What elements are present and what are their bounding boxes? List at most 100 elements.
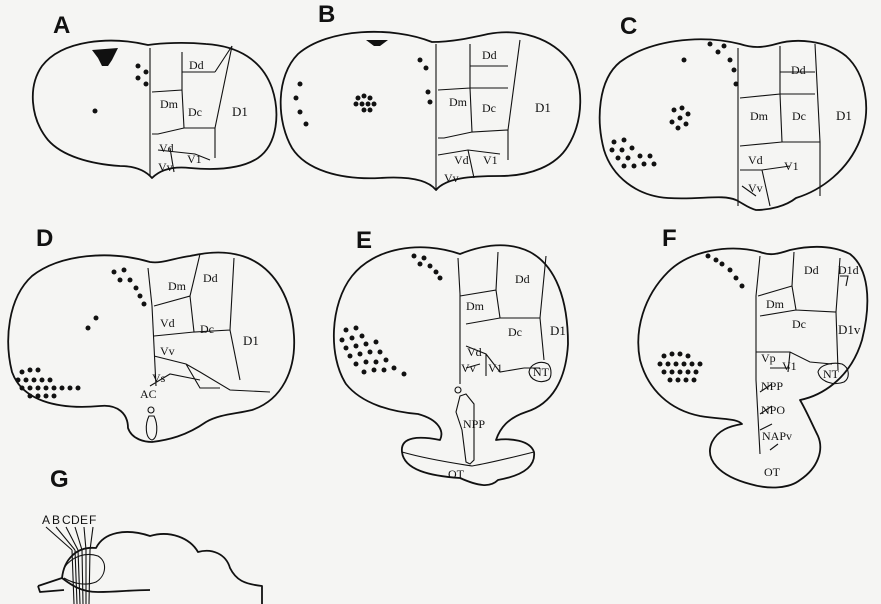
panel-d-dot xyxy=(60,386,65,391)
panel-b-staining xyxy=(366,40,388,46)
panel-f-dot xyxy=(674,362,679,367)
panel-b-dot xyxy=(424,66,429,71)
panel-e-small-circle xyxy=(455,387,461,393)
region-label-dm: Dm xyxy=(449,95,468,109)
panel-d-dot xyxy=(128,278,133,283)
panel-b-dot xyxy=(418,58,423,63)
panel-c-dot xyxy=(678,116,683,121)
panel-c-dot xyxy=(610,148,615,153)
panel-d-dot xyxy=(36,394,41,399)
panel-d-dot xyxy=(76,386,81,391)
panel-c-dot xyxy=(686,112,691,117)
panel-f-dot xyxy=(686,370,691,375)
panel-e-dot xyxy=(374,360,379,365)
panel-d-dot xyxy=(112,270,117,275)
panel-b: B Dd Dm Dc D1 Vd Vv V1 xyxy=(281,1,581,190)
panel-e-dot xyxy=(374,340,379,345)
panel-b-dot xyxy=(372,102,377,107)
region-label-dl: D1 xyxy=(550,323,566,338)
panel-d-dot xyxy=(94,316,99,321)
region-label-vl: V1 xyxy=(784,159,799,173)
panel-e-dot xyxy=(384,358,389,363)
panel-e-dot xyxy=(402,372,407,377)
panel-e-dot xyxy=(362,370,367,375)
panel-f-dot xyxy=(678,352,683,357)
panel-f-dot xyxy=(734,276,739,281)
panel-c-dot xyxy=(638,154,643,159)
panel-b-dot xyxy=(368,96,373,101)
section-letter-c: C xyxy=(62,513,71,527)
panel-f-dot xyxy=(668,378,673,383)
panel-c-dot xyxy=(708,42,713,47)
panel-c-dot xyxy=(716,50,721,55)
panel-c-dot xyxy=(734,82,739,87)
panel-d-dot xyxy=(86,326,91,331)
region-label-npp: NPP xyxy=(463,417,485,431)
panel-e-dot xyxy=(354,326,359,331)
panel-d-dot xyxy=(24,378,29,383)
panel-d-dot xyxy=(32,378,37,383)
panel-d-dot xyxy=(28,386,33,391)
panel-a-dot xyxy=(136,76,141,81)
region-label-vl: V1 xyxy=(782,359,797,373)
region-label-vl: V1 xyxy=(483,153,498,167)
panel-e-dot xyxy=(348,354,353,359)
panel-c-dot xyxy=(612,140,617,145)
panel-e-dot xyxy=(344,346,349,351)
panel-c-dot xyxy=(642,162,647,167)
panel-b-dot xyxy=(366,102,371,107)
panel-d-dot xyxy=(36,368,41,373)
panel-a: A Dd Dm Dc D1 Vd Vv V1 xyxy=(33,12,277,178)
panel-e-dot xyxy=(378,350,383,355)
panel-c-dot xyxy=(682,58,687,63)
panel-f-dot xyxy=(662,370,667,375)
panel-e-dot xyxy=(412,254,417,259)
region-label-vl: V1 xyxy=(187,152,202,166)
region-label-vd: Vd xyxy=(159,141,174,155)
panel-b-dot xyxy=(294,96,299,101)
panel-e-dot xyxy=(350,336,355,341)
panel-f-dot xyxy=(670,370,675,375)
panel-c-dot xyxy=(680,106,685,111)
panel-c-dot xyxy=(648,154,653,159)
panel-e-dot xyxy=(368,350,373,355)
panel-a-dot xyxy=(93,109,98,114)
panel-f-dot xyxy=(690,362,695,367)
panel-f-dot xyxy=(694,370,699,375)
region-label-dd: Dd xyxy=(189,58,204,72)
region-label-vd: Vd xyxy=(454,153,469,167)
region-label-dc: Dc xyxy=(792,109,806,123)
section-letter-f: F xyxy=(89,513,96,527)
region-label-ot: OT xyxy=(764,465,781,479)
region-label-dc: Dc xyxy=(188,105,202,119)
panel-f-dot xyxy=(670,352,675,357)
panel-b-dot xyxy=(360,102,365,107)
panel-e-dot xyxy=(344,328,349,333)
region-label-dl: D1 xyxy=(535,100,551,115)
panel-d-dot xyxy=(138,294,143,299)
panel-d-dot xyxy=(48,378,53,383)
panel-d-dot xyxy=(16,378,21,383)
panel-c-dot xyxy=(672,108,677,113)
region-label-vl: V1 xyxy=(488,361,503,375)
panel-d-ventricle xyxy=(146,416,156,440)
panel-f: F Dd D1d Dm Dc D1v Vp V1 NT xyxy=(638,225,867,487)
region-label-vs: Vs xyxy=(152,371,166,385)
panel-e-dot xyxy=(418,262,423,267)
panel-d: D Dd Dm Dc D1 V xyxy=(8,225,294,442)
panel-f-dot xyxy=(720,262,725,267)
region-label-vv: Vv xyxy=(444,171,459,185)
panel-d-dot xyxy=(52,386,57,391)
panel-e: E Dd Dm Dc D1 xyxy=(334,227,568,485)
region-label-vv: Vv xyxy=(748,181,763,195)
panel-letter-c: C xyxy=(620,13,637,40)
region-label-dl: D1 xyxy=(232,104,248,119)
panel-c-dot xyxy=(676,126,681,131)
panel-e-ot-line xyxy=(402,452,534,466)
panel-d-ac-circle xyxy=(148,407,154,413)
panel-c-dot xyxy=(652,162,657,167)
region-label-nt: NT xyxy=(533,365,550,379)
panel-b-dot xyxy=(298,110,303,115)
panel-d-dot xyxy=(44,386,49,391)
region-label-nt: NT xyxy=(823,367,840,381)
